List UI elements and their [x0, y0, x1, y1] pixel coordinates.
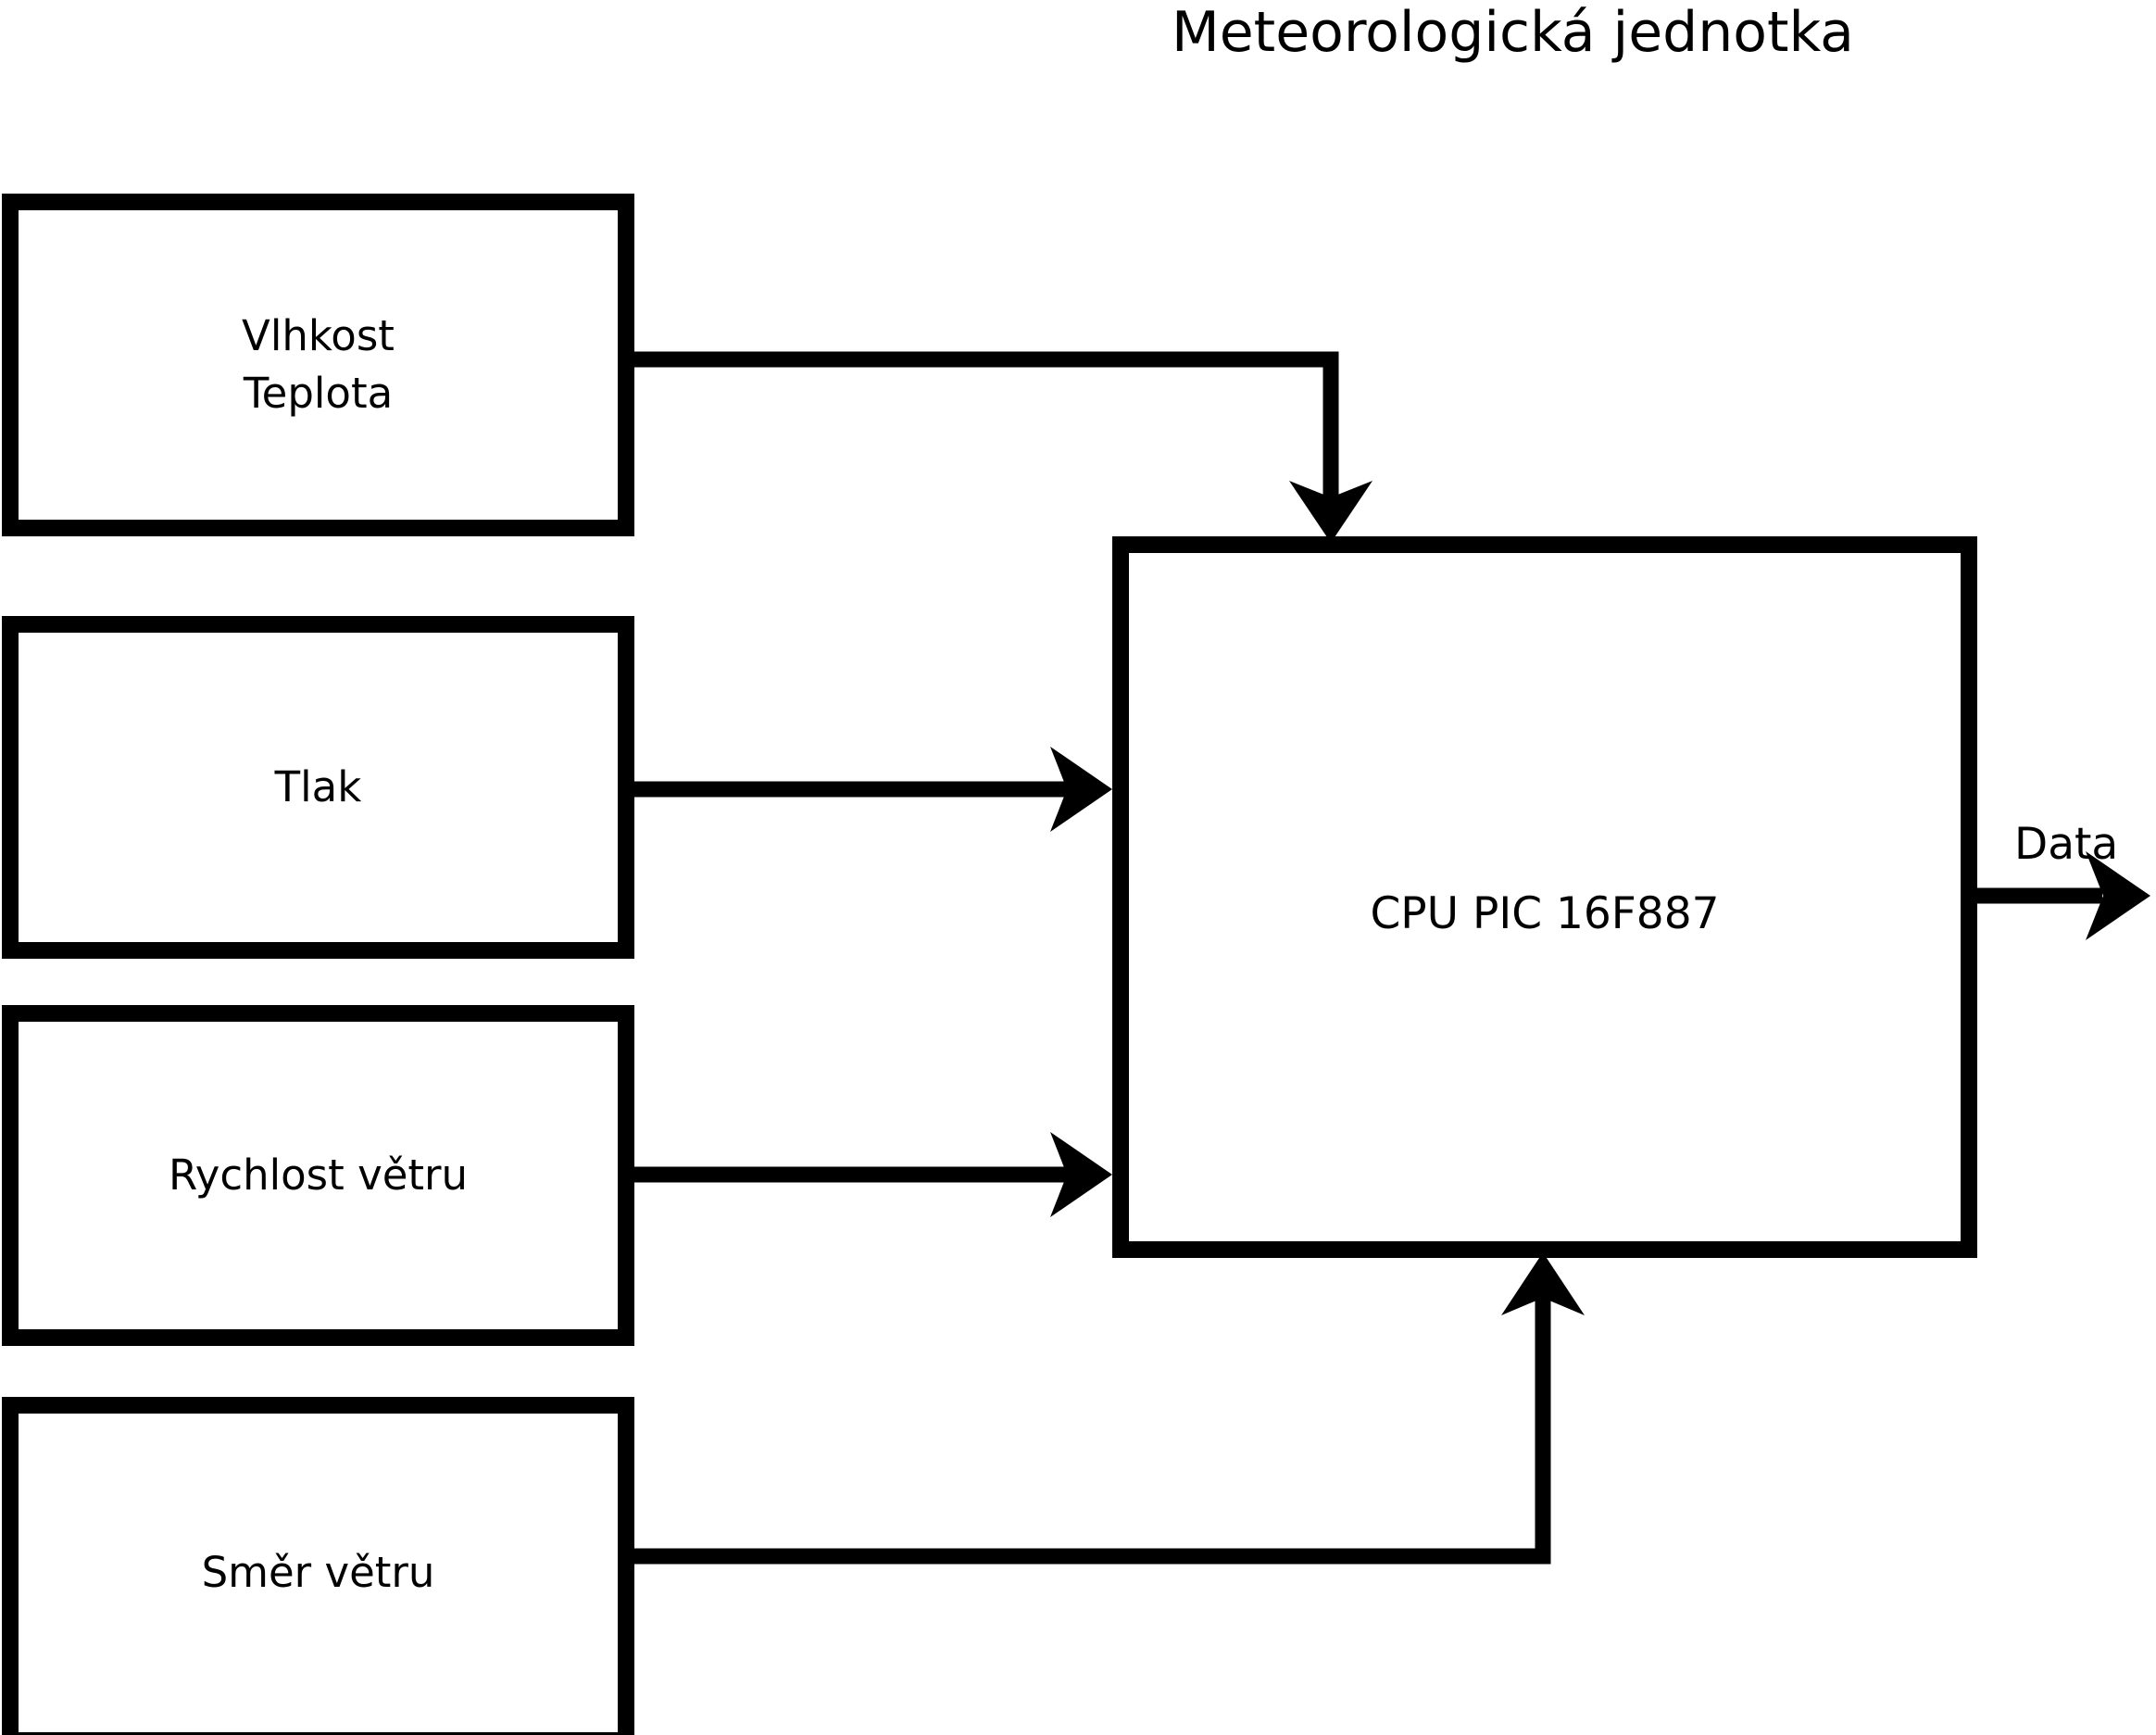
connector-humidity-temp-to-cpu	[634, 351, 1373, 543]
connector-pressure-to-cpu	[634, 747, 1112, 832]
block-humidity-temperature-label: Vlhkost Teplota	[242, 311, 395, 418]
block-humidity-temperature[interactable]: Vlhkost Teplota	[2, 194, 634, 536]
data-output-label: Data	[2014, 819, 2119, 870]
block-wind-speed[interactable]: Rychlost větru	[2, 1005, 634, 1346]
page-title: Meteorologická jednotka	[1172, 0, 1854, 65]
block-wind-speed-label: Rychlost větru	[168, 1150, 469, 1200]
block-pressure-label: Tlak	[274, 762, 362, 811]
connector-wind-direction-to-cpu	[634, 1252, 1585, 1565]
connector-wind-speed-to-cpu	[634, 1132, 1112, 1217]
block-cpu[interactable]: CPU PIC 16F887	[1112, 536, 1977, 1258]
block-cpu-label: CPU PIC 16F887	[1370, 887, 1720, 939]
block-pressure[interactable]: Tlak	[2, 616, 634, 959]
block-wind-direction-label: Směr větru	[201, 1548, 435, 1597]
block-wind-direction[interactable]: Směr větru	[2, 1397, 634, 1735]
